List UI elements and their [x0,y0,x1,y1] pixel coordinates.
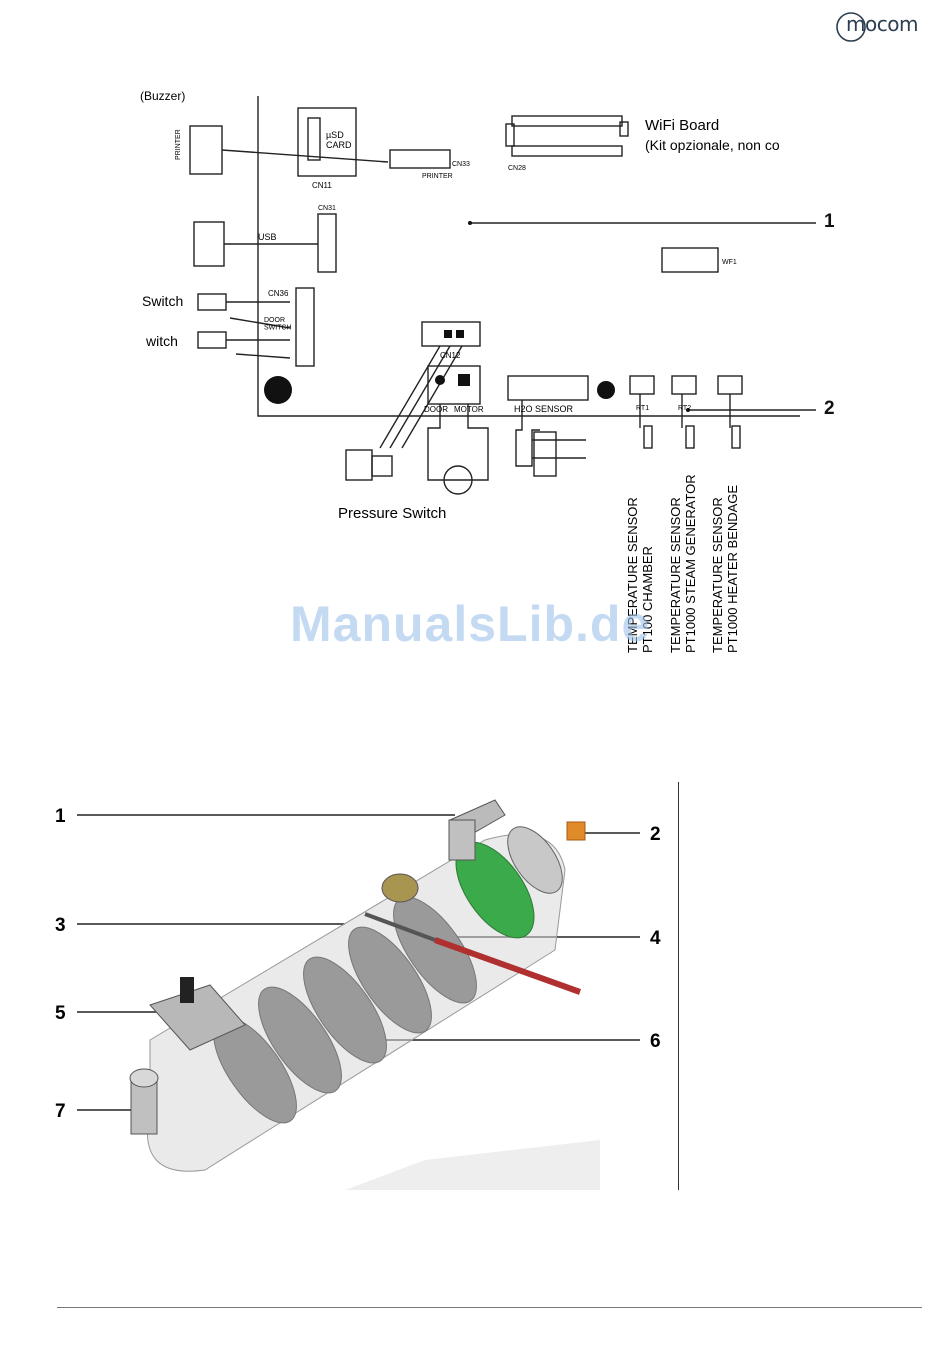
generator-callout-7: 7 [55,1101,66,1122]
cn28-label: CN28 [508,165,526,172]
generator-callout-5: 5 [55,1003,66,1024]
rt1-label: RT1 [636,405,649,412]
sensor3-line1: TEMPERATURE SENSOR [710,497,725,653]
cn33-label: CN33 [452,161,470,168]
generator-callout-1: 1 [55,806,66,827]
usb-label: USB [258,232,277,242]
sensor2-line1: TEMPERATURE SENSOR [668,497,683,653]
vertical-divider [678,782,679,1190]
sensor1-line2: PT100 CHAMBER [640,546,655,653]
rt2-label: RT2 [678,405,691,412]
mocom-logo-icon [836,12,866,42]
pressure-switch-label: Pressure Switch [338,505,446,522]
motor-label: MOTOR [454,405,484,414]
switch1-label: Switch [142,293,183,309]
h2o-sensor-label: H2O SENSOR [514,404,574,414]
buzzer-label: (Buzzer) [140,89,185,103]
generator-callout-2: 2 [650,824,661,845]
door-label: DOOR [424,405,448,414]
switch2-label: witch [145,333,178,349]
cn36-label: CN36 [268,289,289,298]
brand-logo-text: mocom [846,12,918,36]
generator-callout-4: 4 [650,928,661,949]
schematic-callout-1: 1 [824,211,835,232]
cn31-label: CN31 [318,205,336,212]
sensor1-line1: TEMPERATURE SENSOR [625,497,640,653]
sensor2-line2: PT1000 STEAM GENERATOR [683,474,698,653]
printer-box-label: PRINTER [175,129,182,160]
generator-callout-6: 6 [650,1031,661,1052]
footer-divider [57,1307,922,1308]
sensor3-line2: PT1000 HEATER BENDAGE [725,485,740,653]
wf1-label: WF1 [722,259,737,266]
watermark-text: ManualsLib.de [290,596,651,652]
printer-conn-label: PRINTER [422,173,453,180]
wifi-board-subtitle: (Kit opzionale, non co [645,137,780,153]
steam-generator-illustration: 1 2 3 4 5 6 7 [55,799,661,1190]
generator-callout-3: 3 [55,915,66,936]
cn11-label: CN11 [312,181,332,190]
schematic-callout-2: 2 [824,398,835,419]
wifi-board-title: WiFi Board [645,117,719,134]
cn12-label: CN12 [440,351,461,360]
